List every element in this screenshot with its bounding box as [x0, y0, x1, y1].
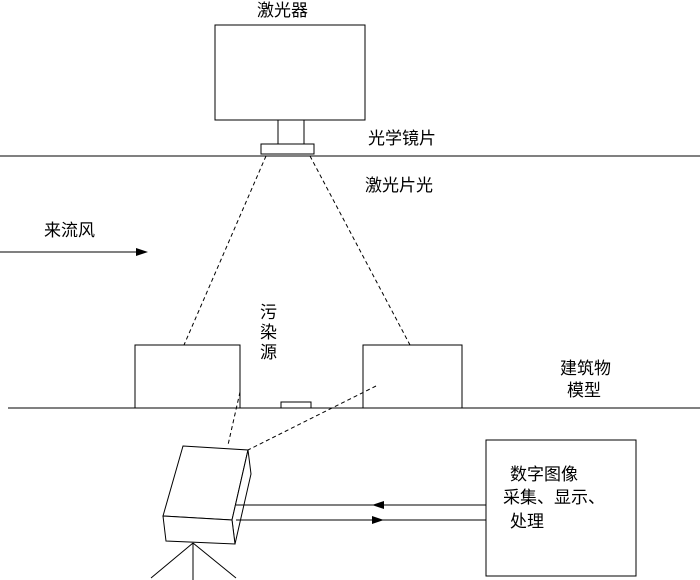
laser-stem	[277, 119, 305, 145]
camera-front-face	[162, 515, 236, 545]
pollution-source-char-1: 污	[260, 303, 277, 323]
building-model-label-2: 模型	[567, 381, 601, 401]
optical-lens	[260, 143, 315, 155]
image-system-label-2: 采集、显示、	[503, 488, 605, 508]
image-system-label-1: 数字图像	[510, 465, 578, 485]
building-model-label-1: 建筑物	[560, 359, 611, 379]
building-right	[362, 344, 463, 409]
laser-label: 激光器	[257, 1, 308, 21]
pollution-source-char-2: 染	[260, 323, 277, 343]
camera-view-right	[247, 385, 377, 451]
optical-lens-label: 光学镜片	[368, 129, 436, 149]
tripod-leg-right	[192, 542, 237, 579]
connection-arrow-bottom-head	[372, 516, 384, 524]
image-system-label-3: 处理	[510, 512, 544, 532]
laser-sheet-left-edge	[183, 155, 267, 346]
laser-sheet-right-edge	[309, 155, 411, 346]
building-left	[134, 344, 241, 409]
image-system-box	[485, 439, 637, 577]
camera-view-left	[227, 391, 241, 446]
laser-sheet-label: 激光片光	[365, 176, 433, 196]
connection-arrow-top-head	[372, 501, 384, 509]
pollution-source-char-3: 源	[260, 343, 277, 363]
laser-box	[214, 24, 366, 121]
pollution-source-block	[280, 401, 312, 409]
tripod-leg-left	[150, 542, 194, 579]
incoming-wind-label: 来流风	[44, 221, 95, 241]
wind-arrow-head	[136, 248, 148, 256]
